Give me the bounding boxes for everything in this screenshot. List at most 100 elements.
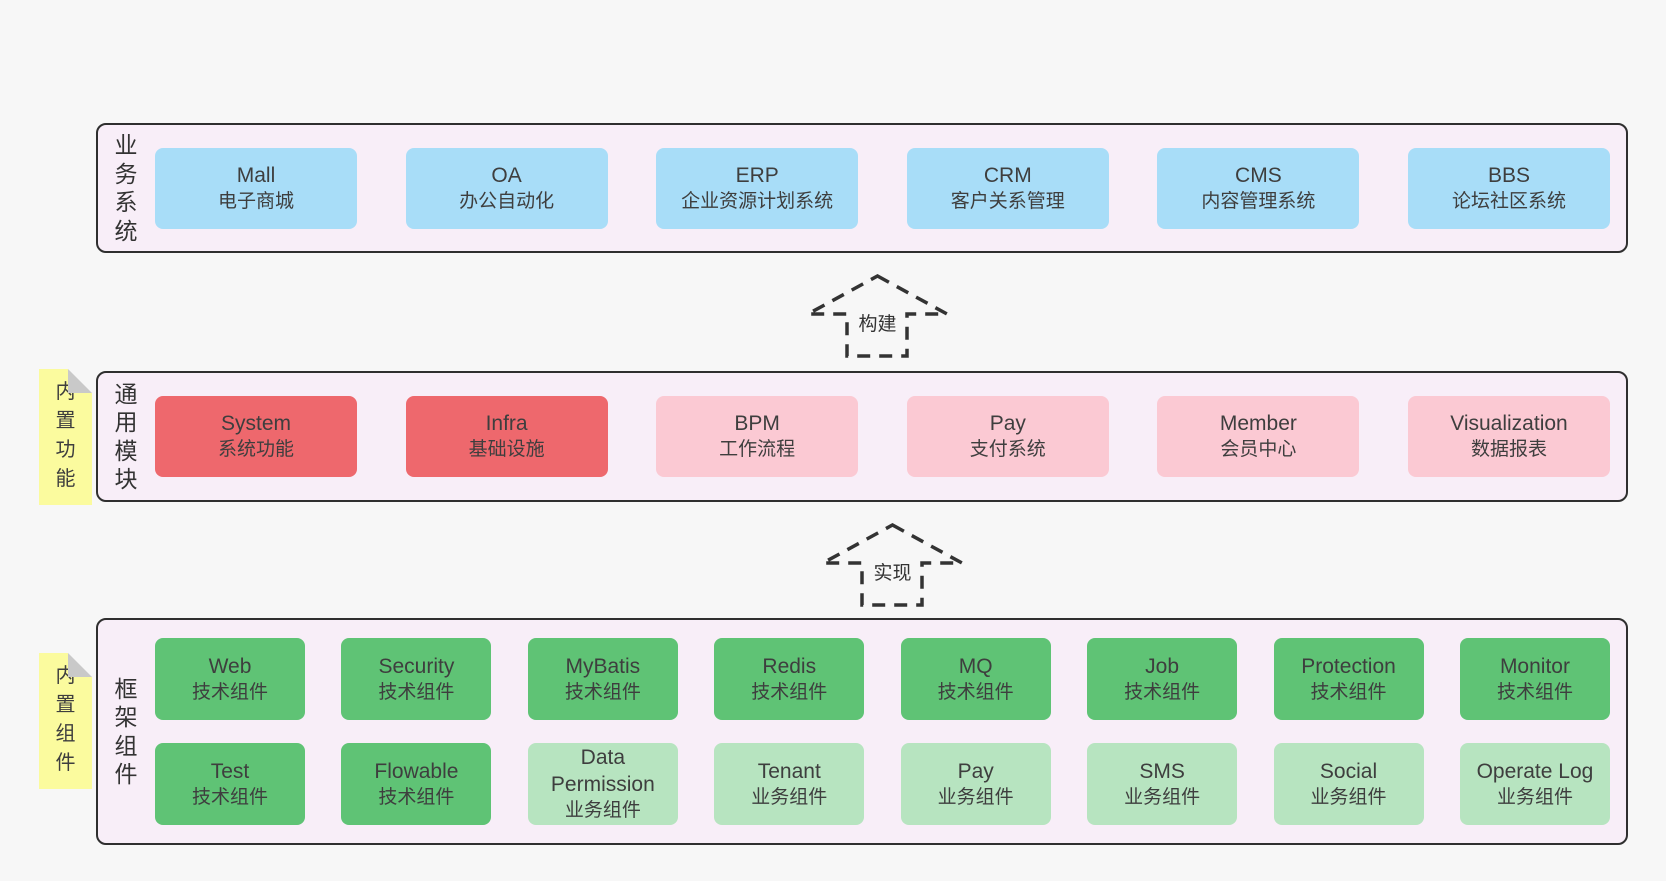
card-infra: Infra 基础设施 [405, 396, 608, 477]
card-visualization: Visualization 数据报表 [1407, 396, 1610, 477]
card-cms: CMS 内容管理系统 [1157, 147, 1360, 229]
card-social: Social 业务组件 [1273, 743, 1424, 825]
card-subtitle: 技术组件 [191, 786, 268, 808]
card-monitor: Monitor 技术组件 [1459, 638, 1610, 720]
card-subtitle: 技术组件 [564, 681, 641, 703]
band-rows: Web 技术组件 Security 技术组件 MyBatis 技术组件 Redi… [155, 620, 1610, 843]
card-operate-log: Operate Log 业务组件 [1459, 743, 1610, 825]
card-title: Protection [1301, 654, 1396, 678]
card-title: MQ [958, 654, 993, 678]
card-title: Social [1319, 759, 1378, 783]
sticky-note-label: 内置组件 [55, 665, 76, 774]
card-subtitle: 技术组件 [1496, 681, 1573, 703]
card-title: Member [1219, 412, 1297, 436]
card-mq: MQ 技术组件 [900, 638, 1051, 720]
card-subtitle: 技术组件 [751, 681, 828, 703]
card-member: Member 会员中心 [1157, 396, 1360, 477]
card-title: BPM [734, 412, 780, 436]
card-sms: SMS 业务组件 [1087, 743, 1238, 825]
card-title: CMS [1235, 163, 1282, 187]
card-title: Pay [989, 412, 1026, 436]
card-subtitle: 企业资源计划系统 [681, 190, 834, 212]
band-business-systems: 业务系统 Mall 电子商城 OA 办公自动化 ERP 企业资源计划系统 CRM… [96, 123, 1628, 253]
card-data-permission: Data Permission 业务组件 [527, 743, 678, 825]
card-title: Infra [485, 412, 528, 436]
card-erp: ERP 企业资源计划系统 [656, 147, 859, 229]
card-subtitle: 电子商城 [217, 190, 294, 212]
sticky-note-built-in-components: 内置组件 [39, 653, 92, 789]
card-title: Tenant [757, 759, 821, 783]
card-job: Job 技术组件 [1087, 638, 1238, 720]
up-arrow-icon [807, 274, 948, 358]
card-title: Visualization [1450, 412, 1568, 436]
card-bpm: BPM 工作流程 [656, 396, 859, 477]
card-system: System 系统功能 [155, 396, 357, 477]
band-row-1: Web 技术组件 Security 技术组件 MyBatis 技术组件 Redi… [155, 638, 1610, 720]
arrow-label-implement: 实现 [869, 557, 916, 586]
card-subtitle: 会员中心 [1220, 439, 1297, 461]
card-title: Security [378, 654, 455, 678]
card-title: Flowable [374, 759, 459, 783]
card-pay-component: Pay 业务组件 [900, 743, 1051, 825]
card-redis: Redis 技术组件 [714, 638, 865, 720]
card-subtitle: 业务组件 [751, 786, 828, 808]
card-title: Operate Log [1476, 759, 1594, 783]
card-subtitle: 支付系统 [969, 439, 1046, 461]
card-subtitle: 业务组件 [1496, 786, 1573, 808]
card-bbs: BBS 论坛社区系统 [1407, 147, 1610, 229]
card-title: OA [491, 163, 522, 187]
card-crm: CRM 客户关系管理 [906, 147, 1109, 229]
card-title: Pay [957, 759, 994, 783]
band-label-common-modules: 通用模块 [114, 380, 138, 493]
card-protection: Protection 技术组件 [1273, 638, 1424, 720]
card-subtitle: 技术组件 [378, 786, 455, 808]
card-subtitle: 业务组件 [1310, 786, 1387, 808]
card-oa: OA 办公自动化 [405, 147, 608, 229]
card-title: CRM [983, 163, 1032, 187]
arrow-label-build: 构建 [854, 308, 901, 337]
card-title: Mall [236, 163, 276, 187]
band-label-business-systems: 业务系统 [114, 131, 138, 244]
card-title: SMS [1139, 759, 1185, 783]
build-arrow: 构建 [806, 274, 949, 358]
card-title: Data Permission [550, 745, 655, 797]
sticky-note-label: 内置功能 [55, 381, 76, 490]
card-test: Test 技术组件 [155, 743, 305, 825]
card-subtitle: 技术组件 [937, 681, 1014, 703]
card-subtitle: 客户关系管理 [950, 190, 1065, 212]
card-subtitle: 办公自动化 [459, 190, 555, 212]
card-title: Web [208, 654, 252, 678]
card-subtitle: 工作流程 [719, 439, 796, 461]
card-web: Web 技术组件 [155, 638, 305, 720]
card-mall: Mall 电子商城 [155, 147, 357, 229]
card-title: BBS [1487, 163, 1530, 187]
sticky-note-built-in-features: 内置功能 [39, 369, 92, 505]
band-items: System 系统功能 Infra 基础设施 BPM 工作流程 Pay 支付系统… [155, 373, 1610, 500]
card-flowable: Flowable 技术组件 [341, 743, 492, 825]
band-common-modules: 通用模块 System 系统功能 Infra 基础设施 BPM 工作流程 Pay… [96, 371, 1628, 502]
card-subtitle: 业务组件 [564, 800, 641, 822]
card-title: System [220, 412, 291, 436]
card-subtitle: 论坛社区系统 [1451, 190, 1566, 212]
card-security: Security 技术组件 [341, 638, 492, 720]
card-pay-system: Pay 支付系统 [906, 396, 1109, 477]
card-title: Job [1145, 654, 1180, 678]
band-label-framework-components: 框架组件 [114, 675, 138, 788]
card-subtitle: 业务组件 [937, 786, 1014, 808]
card-subtitle: 技术组件 [1310, 681, 1387, 703]
card-subtitle: 业务组件 [1124, 786, 1201, 808]
card-title: Monitor [1499, 654, 1570, 678]
card-subtitle: 内容管理系统 [1201, 190, 1316, 212]
card-mybatis: MyBatis 技术组件 [527, 638, 678, 720]
card-title: MyBatis [565, 654, 641, 678]
card-subtitle: 数据报表 [1470, 439, 1547, 461]
card-subtitle: 技术组件 [191, 681, 268, 703]
band-framework-components: 框架组件 Web 技术组件 Security 技术组件 MyBatis 技术组件… [96, 618, 1628, 845]
card-title: Redis [762, 654, 817, 678]
card-title: ERP [735, 163, 779, 187]
card-subtitle: 技术组件 [1124, 681, 1201, 703]
card-tenant: Tenant 业务组件 [714, 743, 865, 825]
implement-arrow: 实现 [821, 523, 964, 607]
card-subtitle: 技术组件 [378, 681, 455, 703]
